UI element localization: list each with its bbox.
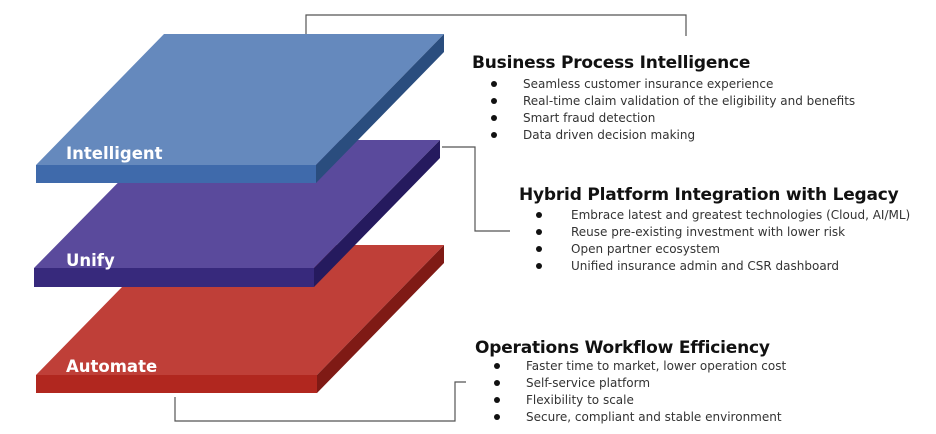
bullet-text: Unified insurance admin and CSR dashboar… (571, 259, 840, 273)
unify-layer-side (314, 140, 440, 287)
bullet-text: Secure, compliant and stable environment (526, 410, 782, 424)
bullet-item: Smart fraud detection (472, 110, 855, 127)
automate-label: Automate (66, 357, 157, 376)
bullet-icon (491, 115, 497, 121)
bullet-list: Seamless customer insurance experience R… (472, 76, 855, 144)
intelligent-layer-top (36, 34, 444, 165)
unify-layer-front (34, 268, 314, 287)
bullet-icon (494, 363, 500, 369)
automate-layer-side (317, 245, 444, 393)
bullet-text: Reuse pre-existing investment with lower… (571, 225, 846, 239)
bullet-text: Self-service platform (526, 376, 651, 390)
bullet-icon (494, 397, 500, 403)
bullet-item: Self-service platform (475, 375, 786, 392)
bullet-item: Secure, compliant and stable environment (475, 409, 786, 426)
bullet-text: Real-time claim validation of the eligib… (523, 94, 856, 108)
intelligent-layer: Intelligent (36, 34, 444, 183)
intelligent-label: Intelligent (66, 144, 163, 163)
connectors (174, 14, 687, 422)
bullet-item: Open partner ecosystem (519, 241, 910, 258)
intelligent-layer-front (36, 165, 316, 183)
bullet-item: Reuse pre-existing investment with lower… (519, 224, 910, 241)
bullet-icon (494, 380, 500, 386)
bullet-item: Unified insurance admin and CSR dashboar… (519, 258, 910, 275)
hybrid-platform-integration-section: Hybrid Platform Integration with Legacy … (519, 185, 910, 275)
section-title: Hybrid Platform Integration with Legacy (519, 185, 899, 205)
business-process-intelligence-section: Business Process Intelligence Seamless c… (472, 53, 855, 144)
bullet-item: Data driven decision making (472, 127, 855, 144)
section-title: Operations Workflow Efficiency (475, 338, 770, 358)
bullet-item: Embrace latest and greatest technologies… (519, 207, 910, 224)
bullet-icon (536, 229, 542, 235)
bullet-item: Flexibility to scale (475, 392, 786, 409)
unify-label: Unify (66, 251, 115, 270)
bullet-list: Faster time to market, lower operation c… (475, 358, 786, 426)
bullet-icon (494, 414, 500, 420)
intelligent-layer-side (316, 34, 444, 183)
bullet-text: Embrace latest and greatest technologies… (571, 208, 911, 222)
bullet-icon (536, 212, 542, 218)
section-title: Business Process Intelligence (472, 53, 751, 73)
bullet-text: Faster time to market, lower operation c… (526, 359, 787, 373)
bullet-item: Seamless customer insurance experience (472, 76, 855, 93)
bullet-icon (536, 263, 542, 269)
bullet-icon (536, 246, 542, 252)
bullet-icon (491, 132, 497, 138)
bullet-text: Seamless customer insurance experience (523, 77, 774, 91)
bullet-icon (491, 81, 497, 87)
bullet-text: Smart fraud detection (523, 111, 656, 125)
connector-automate (174, 381, 466, 422)
bullet-item: Faster time to market, lower operation c… (475, 358, 786, 375)
bullet-item: Real-time claim validation of the eligib… (472, 93, 855, 110)
connector-unify (442, 146, 510, 232)
bullet-text: Open partner ecosystem (571, 242, 720, 256)
bullet-list: Embrace latest and greatest technologies… (519, 207, 910, 275)
bullet-text: Data driven decision making (523, 128, 696, 142)
bullet-icon (491, 98, 497, 104)
operations-workflow-efficiency-section: Operations Workflow Efficiency Faster ti… (475, 338, 786, 426)
connector-intelligent (305, 14, 687, 36)
automate-layer-front (36, 375, 317, 393)
bullet-text: Flexibility to scale (526, 393, 634, 407)
